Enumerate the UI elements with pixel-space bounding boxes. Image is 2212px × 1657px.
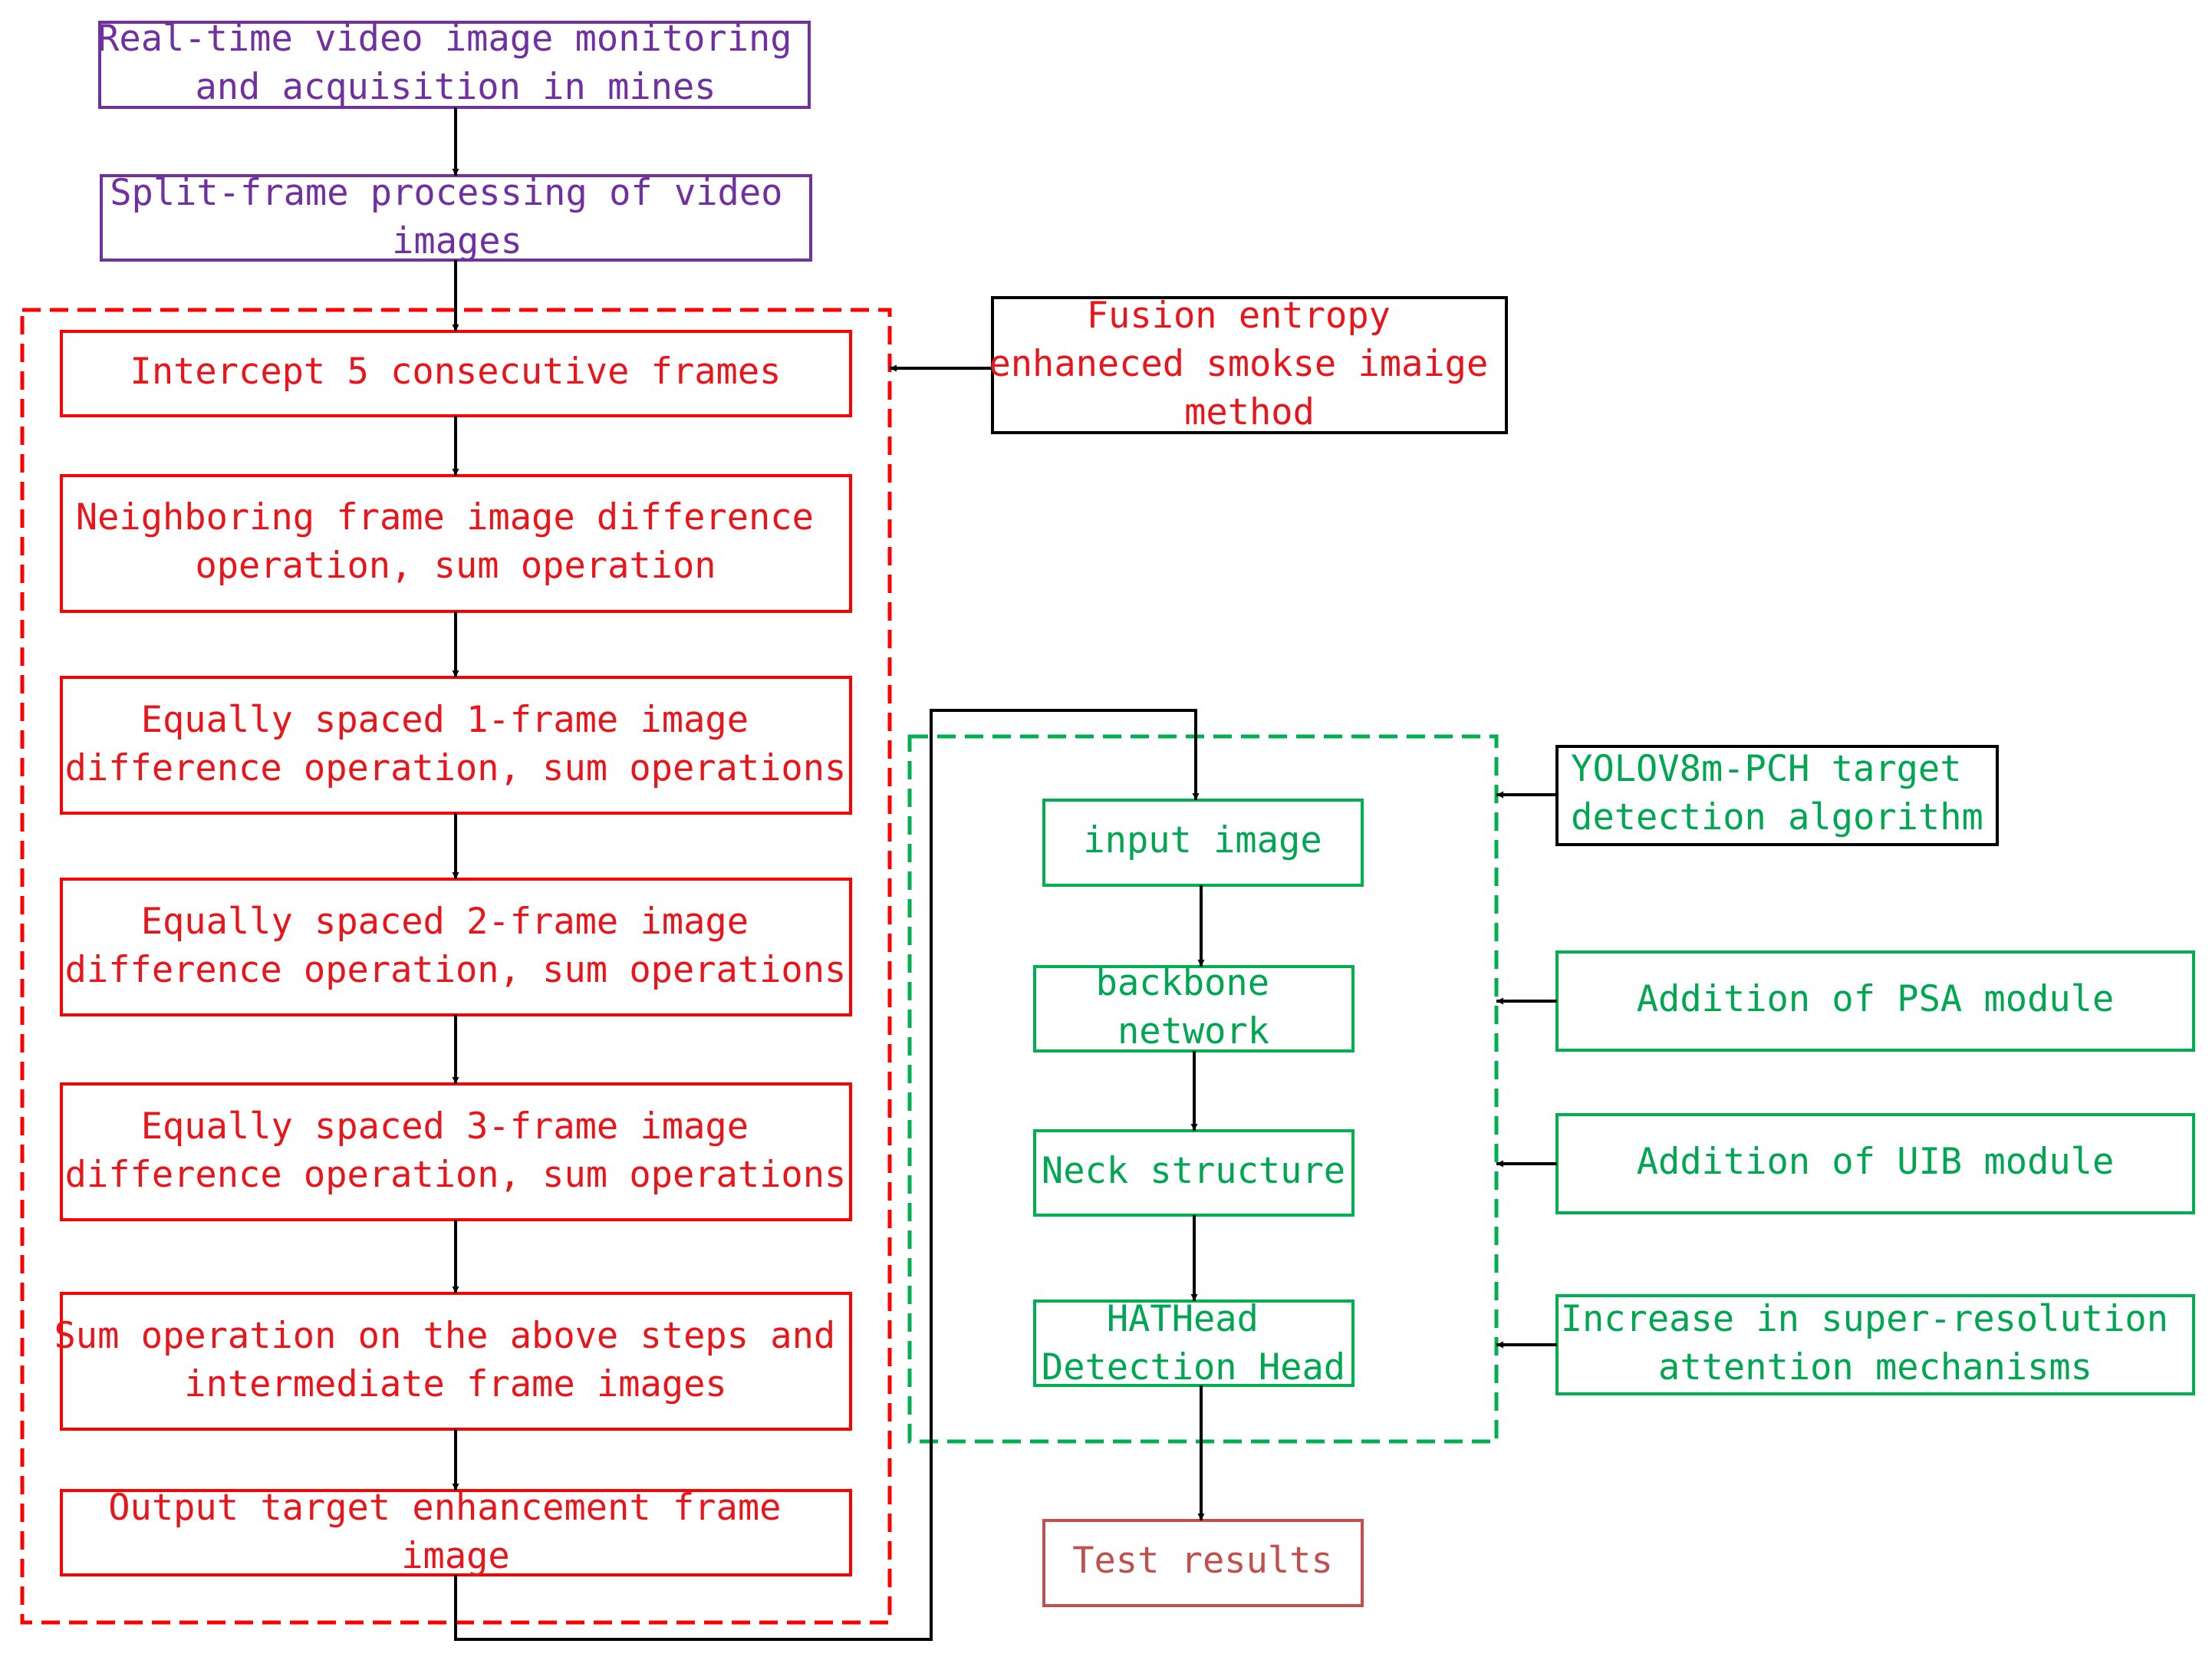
step-intercept-frames-box [60,330,852,417]
step-output-label: Output target enhancement frame image [108,1487,803,1577]
test-results-box [1042,1519,1364,1607]
step-1frame-difference-label: Equally spaced 1-frame image difference … [65,699,847,789]
psa-module-label: Addition of PSA module [1637,978,2115,1020]
step-neighbor-difference-box [60,474,852,613]
enhancement-method-box [991,296,1508,434]
step-intercept-frames-label: Intercept 5 consecutive frames [130,351,782,393]
step-2frame-difference-box [60,878,852,1016]
detection-group-frame [907,734,1499,1444]
step-sum-operation-label: Sum operation on the above steps and int… [54,1315,857,1405]
enhancement-method-label: Fusion entropy enhaneced smokse imaige m… [989,295,1509,433]
backbone-network-box [1033,965,1355,1053]
connector-output-to-input-image [454,709,1200,1641]
detection-head-label: HATHead Detection Head [1042,1298,1345,1389]
split-frame-label: Split-frame processing of video images [110,172,805,262]
super-resolution-label: Increase in super-resolution attention m… [1561,1298,2191,1389]
uib-module-label: Addition of UIB module [1637,1141,2115,1183]
uib-module-box [1555,1113,2195,1214]
step-neighbor-difference-label: Neighboring frame image difference opera… [76,496,835,587]
monitoring-label: Real-time video image monitoring and acq… [97,18,814,108]
input-image-box [1042,799,1364,887]
step-1frame-difference-box [60,676,852,815]
backbone-network-label: backbone network [1096,962,1292,1053]
neck-structure-label: Neck structure [1042,1150,1345,1192]
algorithm-label: YOLOV8m-PCH target detection algorithm [1571,748,1983,838]
step-2frame-difference-label: Equally spaced 2-frame image difference … [65,901,847,991]
input-image-label: input image [1083,819,1322,861]
detection-head-box [1033,1300,1355,1387]
monitoring-box [98,21,811,109]
test-results-label: Test results [1072,1540,1333,1582]
step-3frame-difference-label: Equally spaced 3-frame image difference … [65,1105,847,1196]
neck-structure-box [1033,1129,1355,1217]
super-resolution-box [1555,1294,2195,1395]
